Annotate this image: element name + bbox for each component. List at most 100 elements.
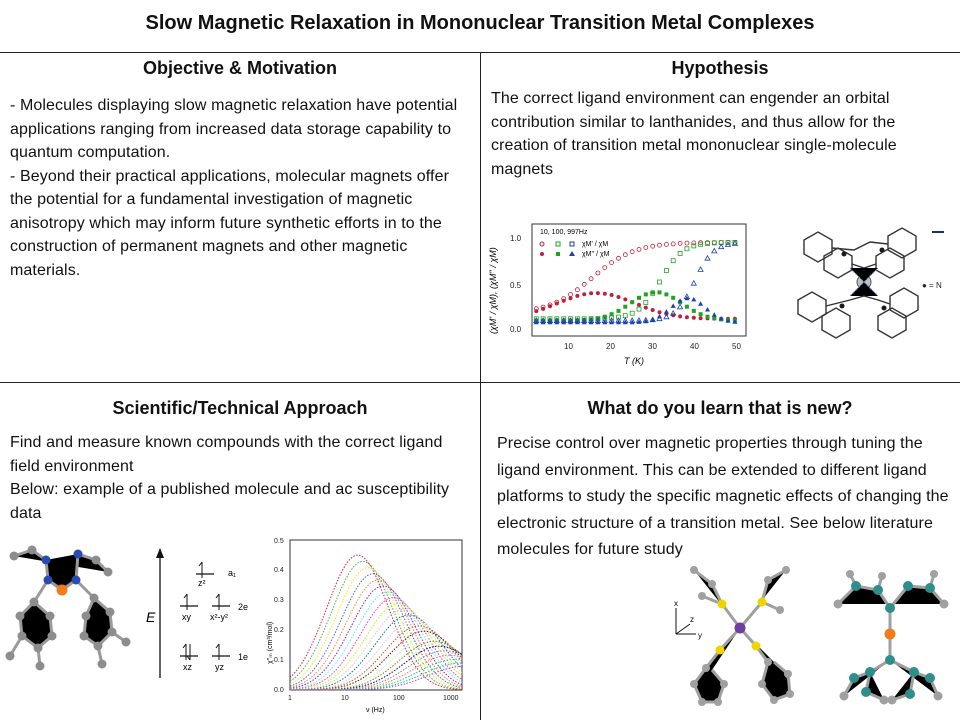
data-point (718, 316, 724, 321)
x-tick-label: 1 (288, 695, 292, 702)
sulfur-atom (717, 599, 727, 609)
term-label: 1e (238, 652, 248, 662)
data-point (588, 319, 594, 325)
teal-atom (885, 603, 895, 613)
data-point (677, 251, 683, 256)
d-orbital-energy-diagram: E z² a₁ xy x²-y² 2e xz yz 1e (146, 548, 248, 678)
nitrogen-atom (41, 555, 51, 565)
data-point (581, 319, 587, 325)
data-point (630, 300, 635, 305)
carbon-atom (97, 659, 107, 669)
carbon-atom (9, 551, 19, 561)
teal-atom (861, 687, 871, 697)
vertical-divider (480, 52, 481, 720)
carbon-atom (698, 592, 706, 600)
learn-heading: What do you learn that is new? (587, 398, 853, 418)
y-tick-label: 0.0 (274, 687, 284, 694)
cobalt-atom (56, 584, 68, 596)
carbon-atom (93, 641, 103, 651)
data-point (684, 295, 690, 301)
data-point (554, 319, 560, 325)
data-point (561, 319, 567, 325)
carbon-atom (27, 545, 37, 555)
axis-triad: x y z (674, 599, 702, 640)
data-point (581, 281, 587, 287)
approach-line-2: Below: example of a published molecule a… (10, 481, 450, 522)
legend-marker (569, 241, 575, 247)
carbon-atom (784, 670, 792, 678)
data-point (691, 308, 696, 313)
data-point (643, 245, 649, 250)
data-point (643, 300, 649, 305)
legend-imag: χM'' / χM (582, 251, 610, 258)
tb-center: Tb (849, 267, 879, 297)
legend-marker (569, 251, 575, 256)
approach-line-1: Find and measure known compounds with th… (10, 434, 443, 475)
data-point (540, 319, 546, 325)
data-point (670, 241, 676, 247)
ring (821, 307, 851, 339)
carbon-atom (833, 599, 843, 609)
data-point (561, 298, 566, 303)
frequency-curve (290, 645, 463, 691)
carbon-atom (91, 555, 101, 565)
data-point (636, 306, 642, 312)
data-point (724, 241, 732, 247)
data-point (588, 276, 594, 282)
data-point (595, 270, 601, 276)
y-tick-label: 0.5 (274, 538, 284, 545)
carbon-atom (107, 627, 117, 637)
atoms (833, 570, 949, 705)
orbital-label: xy (182, 612, 192, 622)
teal-atom (865, 667, 875, 677)
frequency-curve (289, 554, 463, 690)
data-point (616, 314, 621, 320)
bonds (692, 568, 792, 704)
objective-heading: Objective & Motivation (142, 58, 338, 78)
frequency-curve (290, 625, 463, 691)
y-ticks: 1.0 0.5 0.0 (510, 234, 522, 334)
carbon-atom (45, 611, 55, 621)
sulfur-atom (757, 597, 767, 607)
x-ticks: 10 20 30 40 50 (564, 342, 741, 351)
data-point (622, 319, 628, 325)
data-point (663, 268, 669, 273)
electron-arrow (198, 561, 203, 578)
carbon-atom (81, 611, 91, 621)
carbon-atom (782, 566, 790, 574)
x-tick-label: 10 (564, 342, 573, 351)
data-point (697, 266, 704, 272)
data-point (650, 243, 656, 249)
data-point (643, 305, 648, 310)
objective-point-2: - Beyond their practical applications, m… (10, 167, 450, 279)
ring (875, 247, 905, 279)
data-point (691, 240, 697, 246)
plot-curves (533, 240, 739, 325)
learn-text: Precise control over magnetic properties… (497, 435, 949, 558)
teal-atom (885, 655, 895, 665)
n-atom (879, 247, 885, 253)
plot-frame (531, 223, 747, 337)
data-point (595, 319, 601, 325)
electron-arrow (183, 593, 220, 610)
data-point (663, 309, 669, 314)
data-point (609, 293, 614, 297)
teal-atom (873, 585, 883, 595)
carbon-atom (930, 570, 938, 578)
carbon-atom (33, 643, 43, 653)
y-tick-label: 0.2 (274, 627, 284, 634)
data-point (582, 292, 587, 297)
legend-marker (540, 252, 544, 256)
energy-axis-arrowhead (156, 548, 164, 558)
legend-frequencies: 10, 100, 997Hz (540, 229, 588, 236)
data-point (650, 290, 655, 295)
bond (8, 630, 127, 667)
data-point (616, 319, 621, 325)
frequency-curve (290, 630, 463, 691)
data-point (657, 242, 662, 248)
y-tick-label: 0.1 (274, 657, 284, 664)
n-atom (841, 251, 847, 257)
data-point (691, 315, 696, 320)
x-tick-label: 1000 (443, 695, 459, 702)
data-point (656, 315, 663, 322)
